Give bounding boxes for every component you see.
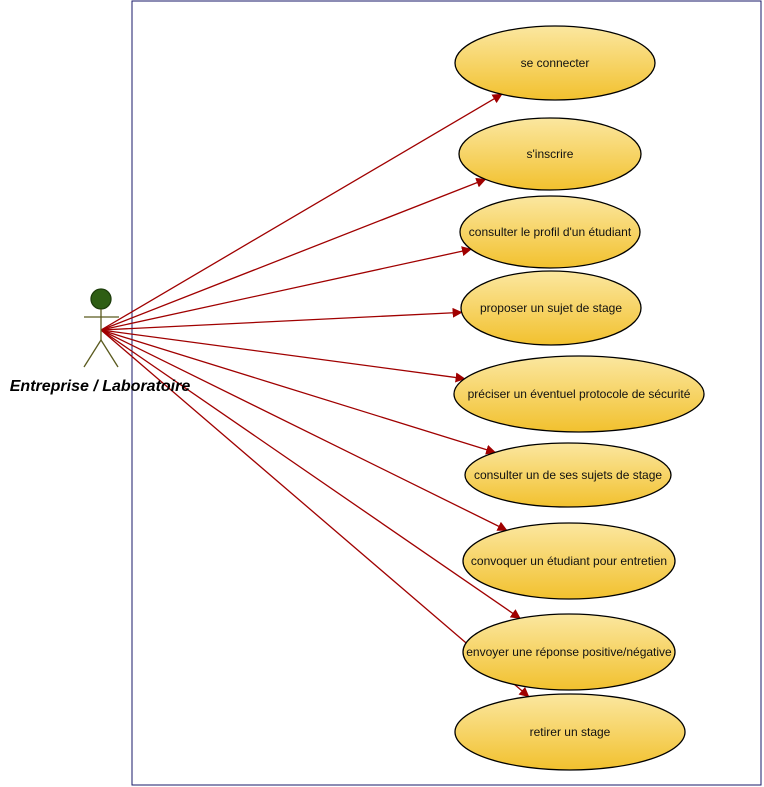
use-case-ellipse <box>453 355 705 433</box>
actor-head <box>90 288 112 310</box>
system-boundary <box>131 0 762 786</box>
use-case-ellipse <box>462 613 676 691</box>
use-case-label: consulter un de ses sujets de stage <box>474 468 662 482</box>
use-case-ellipse <box>459 195 641 269</box>
use-case-label: préciser un éventuel protocole de sécuri… <box>468 387 691 401</box>
use-case-ellipse <box>462 522 676 600</box>
actor-left-leg <box>83 339 102 368</box>
use-case[interactable]: se connecter <box>454 25 656 101</box>
use-case[interactable]: préciser un éventuel protocole de sécuri… <box>453 355 705 433</box>
use-case[interactable]: consulter le profil d'un étudiant <box>459 195 641 269</box>
use-case[interactable]: envoyer une réponse positive/négative <box>462 613 676 691</box>
association-arrow <box>100 329 521 619</box>
association-arrow <box>100 329 530 698</box>
use-case-label: se connecter <box>521 56 590 70</box>
association-arrow <box>100 329 497 455</box>
use-case-ellipse <box>458 117 642 191</box>
association-arrow <box>100 177 487 331</box>
use-case-label: envoyer une réponse positive/négative <box>466 645 672 659</box>
association-arrow <box>100 329 466 383</box>
use-case[interactable]: proposer un sujet de stage <box>460 270 642 346</box>
use-case-ellipse <box>454 693 686 771</box>
use-case-ellipse <box>464 442 672 508</box>
association-arrow <box>100 93 503 331</box>
use-case-ellipse <box>454 25 656 101</box>
actor-name: Entreprise / Laboratoire <box>10 378 191 395</box>
use-case-label: convoquer un étudiant pour entretien <box>471 554 667 568</box>
use-case-label: retirer un stage <box>530 725 611 739</box>
association-arrow <box>100 307 463 331</box>
use-case-label: proposer un sujet de stage <box>480 301 622 315</box>
association-arrow <box>100 329 508 531</box>
use-case-label: consulter le profil d'un étudiant <box>469 225 632 239</box>
stick-figure-icon <box>83 288 119 368</box>
use-case[interactable]: convoquer un étudiant pour entretien <box>462 522 676 600</box>
association-arrow <box>100 246 472 331</box>
use-case-label: s'inscrire <box>527 147 574 161</box>
use-case-ellipse <box>460 270 642 346</box>
actor-right-leg <box>100 339 119 368</box>
use-cases: se connecter s'inscrire consulter le profi… <box>453 25 705 771</box>
use-case[interactable]: s'inscrire <box>458 117 642 191</box>
use-case[interactable]: consulter un de ses sujets de stage <box>464 442 672 508</box>
associations <box>100 93 530 698</box>
use-case[interactable]: retirer un stage <box>454 693 686 771</box>
actor[interactable]: Entreprise / Laboratoire <box>10 288 191 395</box>
